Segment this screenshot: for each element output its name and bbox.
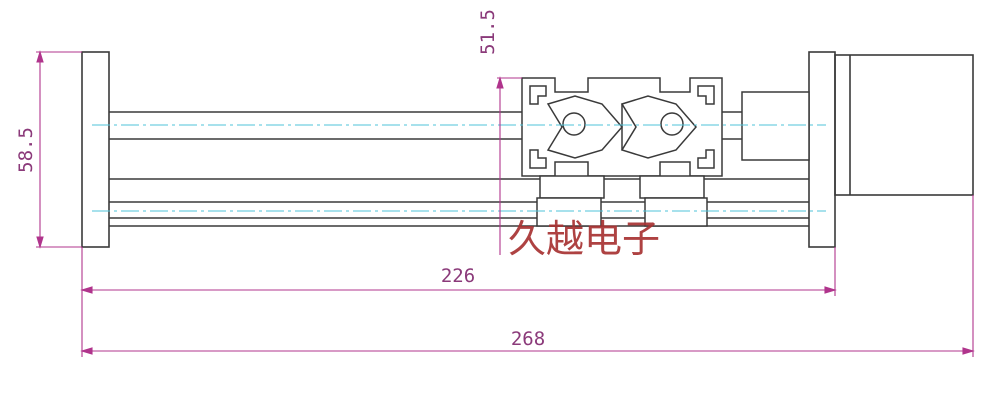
dimension-rail-length <box>80 247 837 296</box>
coupler <box>741 91 810 161</box>
dimension-height-label: 58.5 <box>15 127 37 173</box>
rails <box>109 111 809 227</box>
carriage-blocks <box>536 175 708 227</box>
stepper-motor <box>834 54 974 196</box>
dimension-rail-length-label: 226 <box>441 265 475 287</box>
left-end-plate <box>81 51 110 248</box>
dimension-total-length <box>80 195 975 357</box>
dimension-carriage-height-label: 51.5 <box>477 9 499 55</box>
watermark-text: 久越电子 <box>508 217 660 261</box>
dimension-carriage-height <box>496 76 522 255</box>
dimension-total-length-label: 268 <box>511 328 545 350</box>
right-end-plate <box>808 51 836 248</box>
carriage-profile <box>521 77 723 177</box>
centerlines <box>92 124 826 212</box>
dimension-height <box>36 50 82 249</box>
